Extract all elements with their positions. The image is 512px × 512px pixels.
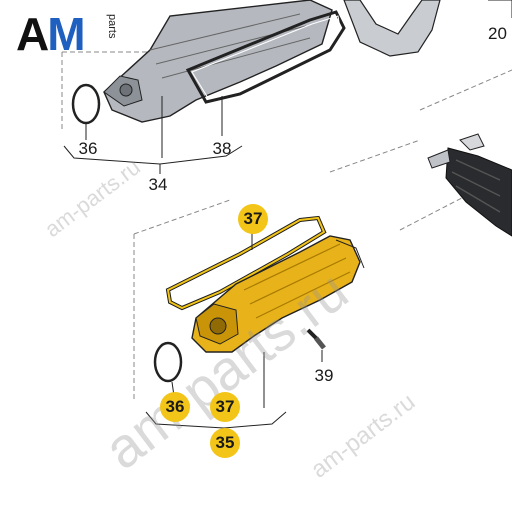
callout-35[interactable]: 35 [210,428,240,458]
callout-34-top[interactable]: 34 [148,175,168,194]
logo-letter-m: M [47,8,85,60]
callout-37-upper[interactable]: 37 [238,204,268,234]
right-hose [427,133,512,237]
bottom-intercooler-housing [191,235,365,353]
logo-subtitle: parts [106,14,118,39]
callout-36-top[interactable]: 36 [78,139,98,158]
brand-logo: AM parts [16,8,136,60]
top-right-pipe [343,0,512,57]
bolt [306,328,326,350]
top-intercooler-housing [103,0,333,123]
callout-38-top[interactable]: 38 [212,139,232,158]
bottom-o-ring [153,341,183,383]
callout-37-lower[interactable]: 37 [210,392,240,422]
callout-36-bottom[interactable]: 36 [160,392,190,422]
callout-39[interactable]: 39 [314,366,334,385]
bottom-gasket [165,215,327,311]
top-gasket [185,10,346,104]
logo-letters: AM [16,8,86,60]
top-o-ring [71,83,101,125]
callout-20-partial[interactable]: 20 [488,24,507,43]
logo-letter-a: A [16,8,49,60]
